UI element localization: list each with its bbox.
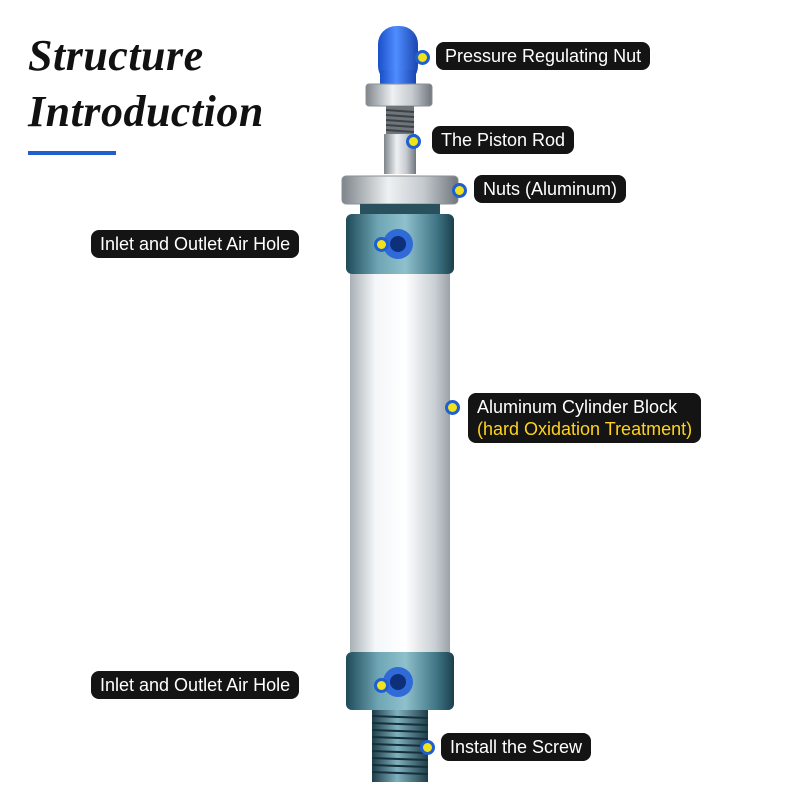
- title-line-1: Structure: [28, 31, 204, 80]
- title-line-2: Introduction: [28, 87, 264, 136]
- callout-dot-pressure-nut: [415, 50, 430, 65]
- label-air-hole-top: Inlet and Outlet Air Hole: [91, 230, 300, 258]
- callout-dot-piston-rod: [406, 134, 421, 149]
- callout-dot-cylinder-block: [445, 400, 460, 415]
- label-cylinder-block: Aluminum Cylinder Block (hard Oxidation …: [468, 393, 702, 443]
- callout-dot-air-hole-top: [374, 237, 389, 252]
- pressure-nut-cap: [378, 26, 418, 84]
- label-pressure-nut: Pressure Regulating Nut: [436, 42, 651, 70]
- label-air-hole-bottom: Inlet and Outlet Air Hole: [91, 671, 300, 699]
- callout-dot-install-screw: [420, 740, 435, 755]
- label-cylinder-block-sub: (hard Oxidation Treatment): [477, 419, 693, 439]
- label-cylinder-block-main: Aluminum Cylinder Block: [477, 397, 678, 417]
- top-hex-nut: [365, 83, 433, 107]
- label-nuts: Nuts (Aluminum): [474, 175, 627, 203]
- aluminum-nut: [341, 175, 459, 205]
- callout-dot-nuts: [452, 183, 467, 198]
- label-install-screw: Install the Screw: [441, 733, 592, 761]
- title-underline: [28, 151, 116, 155]
- label-piston-rod: The Piston Rod: [432, 126, 575, 154]
- cylinder-barrel: [350, 274, 450, 652]
- callout-dot-air-hole-bottom: [374, 678, 389, 693]
